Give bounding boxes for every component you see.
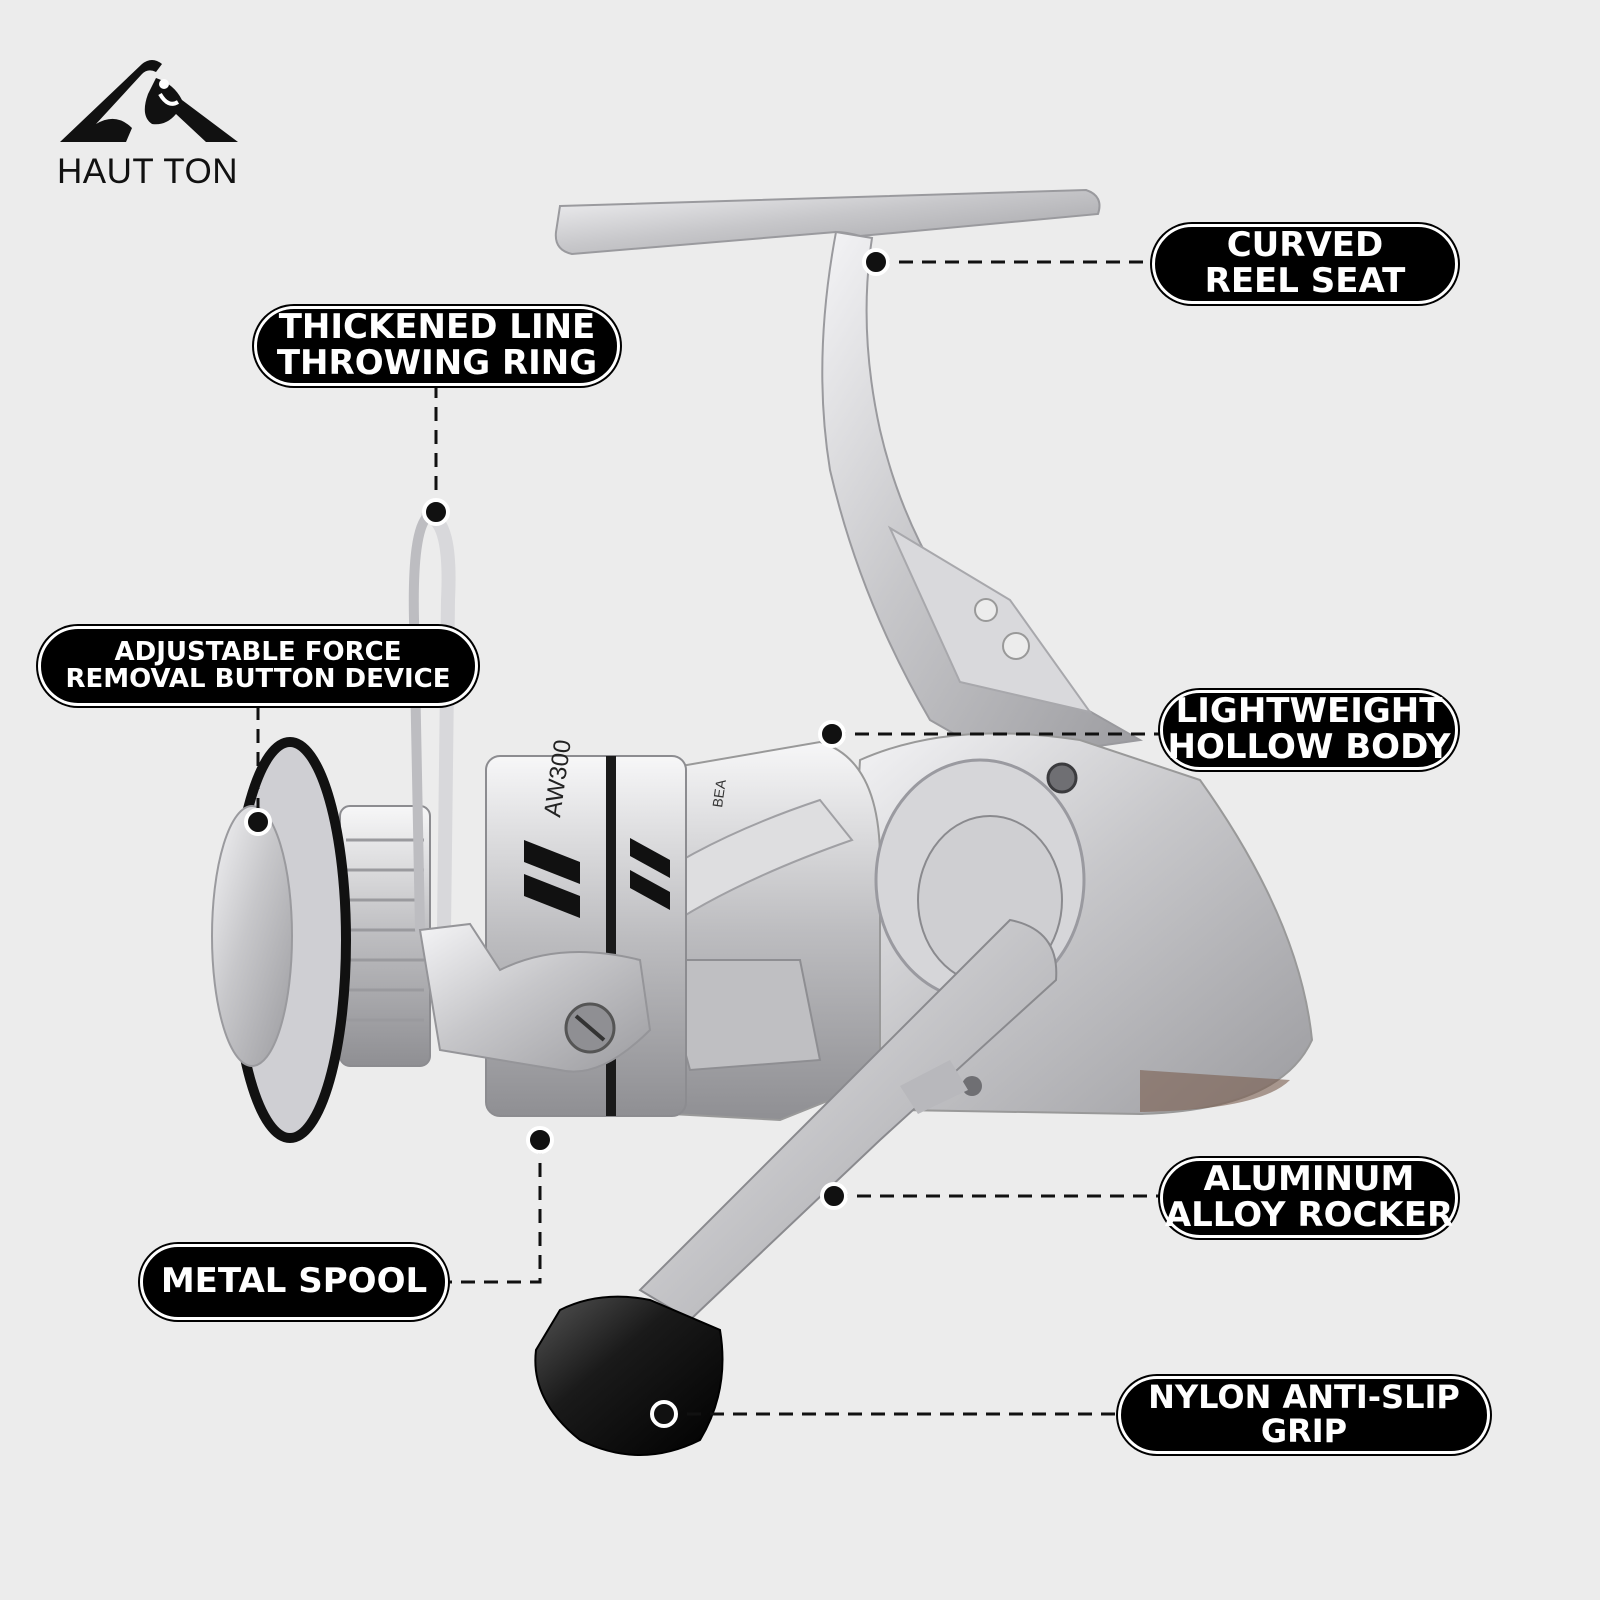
- brand-name: HAUT TON: [57, 152, 238, 191]
- callout-label-line2: THROWING RING: [276, 343, 598, 383]
- reel-seat-foot: [554, 188, 1101, 256]
- callout-label-line2: HOLLOW BODY: [1167, 727, 1451, 767]
- callout-label-line1: CURVED: [1226, 225, 1384, 266]
- callout-label-line2: GRIP: [1260, 1412, 1348, 1450]
- callout-nylon-anti-slip-grip: NYLON ANTI-SLIP GRIP: [1118, 1376, 1490, 1454]
- callout-label-line1: ADJUSTABLE FORCE: [114, 636, 402, 667]
- spool-small-marking: BEA: [709, 778, 729, 809]
- callout-label-line2: ALLOY ROCKER: [1164, 1195, 1454, 1235]
- callout-metal-spool: METAL SPOOL: [140, 1244, 448, 1320]
- brand-logo-icon: [60, 60, 238, 142]
- callout-label-line1: METAL SPOOL: [160, 1261, 428, 1302]
- callout-thickened-line-throwing-ring: THICKENED LINE THROWING RING: [254, 306, 620, 386]
- handle-knob: [534, 1295, 724, 1456]
- callout-curved-reel-seat: CURVED REEL SEAT: [1152, 224, 1458, 304]
- callout-label-line2: REMOVAL BUTTON DEVICE: [65, 664, 451, 694]
- callout-adjustable-force-removal-button: ADJUSTABLE FORCE REMOVAL BUTTON DEVICE: [38, 626, 478, 706]
- callout-label-line2: REEL SEAT: [1204, 261, 1406, 301]
- callout-lightweight-hollow-body: LIGHTWEIGHT HOLLOW BODY: [1160, 690, 1458, 770]
- bail-wire: [421, 509, 456, 937]
- callout-label-line1: NYLON ANTI-SLIP: [1148, 1378, 1460, 1417]
- callout-aluminum-alloy-rocker: ALUMINUM ALLOY ROCKER: [1160, 1158, 1458, 1238]
- callout-label-line1: LIGHTWEIGHT: [1175, 691, 1443, 732]
- callout-label-line1: ALUMINUM: [1203, 1159, 1415, 1200]
- callout-label-line1: THICKENED LINE: [278, 307, 596, 348]
